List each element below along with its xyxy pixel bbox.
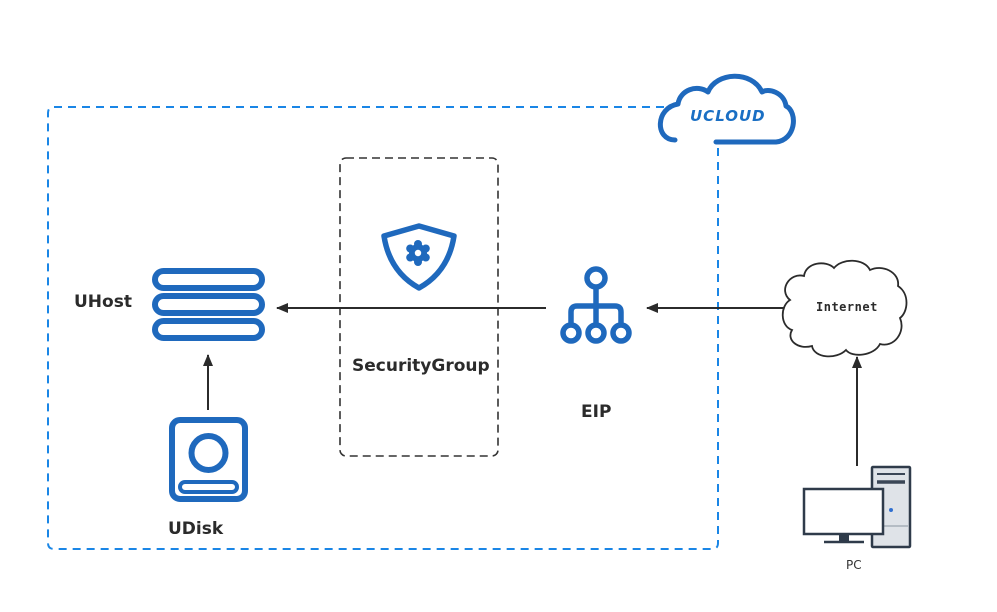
desktop-computer-icon bbox=[802, 465, 912, 549]
shield-gear-icon bbox=[381, 223, 457, 291]
server-stack-icon bbox=[152, 268, 265, 341]
udisk-label: UDisk bbox=[168, 519, 224, 539]
ucloud-logo-text: UCLOUD bbox=[690, 107, 766, 125]
eip-label: EIP bbox=[581, 402, 612, 422]
security-group-label: SecurityGroup bbox=[352, 356, 490, 376]
cloud-outline-icon bbox=[781, 259, 908, 358]
network-hierarchy-icon bbox=[560, 266, 632, 344]
uhost-label: UHost bbox=[74, 292, 132, 312]
internet-label: Internet bbox=[816, 300, 878, 314]
pc-label: PC bbox=[846, 558, 862, 572]
cloud-logo-icon bbox=[657, 73, 796, 145]
disk-icon bbox=[169, 417, 248, 502]
ucloud-region-border bbox=[47, 106, 719, 550]
